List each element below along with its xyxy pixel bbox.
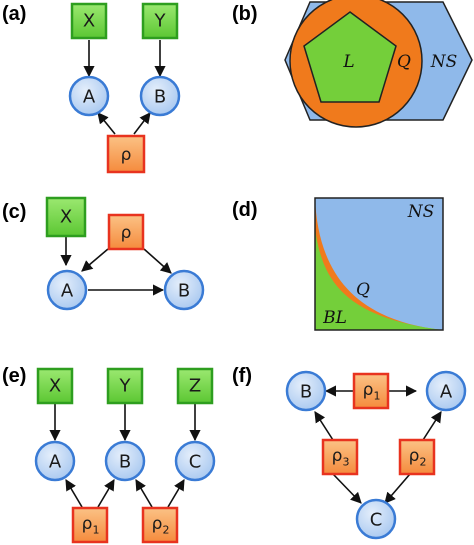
panel-e: (e) X Y Z A B C [2,365,216,544]
party-label-c: C [370,510,383,531]
party-node-a: A [68,75,110,117]
source-box-rho: ρ [107,213,145,251]
source-label-rho2-sub: 2 [163,524,170,537]
input-label-x: X [83,11,95,32]
panel-d: (d) NS Q BL [232,197,444,331]
region-label-q: Q [397,52,411,72]
edge-rho2-to-c [384,473,411,504]
source-label-rho1-sub: 1 [93,524,100,537]
input-box-x: X [45,196,87,238]
input-label-z: Z [189,376,201,397]
input-label-y: Y [119,376,132,397]
panel-e-label: (e) [2,365,26,387]
source-label-rho3-base: ρ [332,446,343,466]
party-node-c: C [355,498,397,540]
input-label-x: X [60,207,72,228]
edge-rho-to-b [133,112,151,135]
party-node-a: A [425,370,467,412]
input-label-y: Y [154,11,167,32]
edge-rho-to-b [143,248,172,274]
edge-rho2-to-a [422,411,442,441]
source-label-rho2-base: ρ [152,514,163,534]
input-box-y: Y [106,367,144,405]
panel-a: (a) X Y A B ρ [2,2,181,174]
source-box-rho3: ρ 3 [321,438,359,476]
source-box-rho1: ρ 1 [71,506,109,544]
source-label-rho: ρ [121,145,132,165]
source-label-rho3-sub: 3 [343,456,350,469]
source-box-rho2: ρ 2 [398,438,436,476]
edge-rho3-to-b [314,411,334,441]
region-label-q: Q [356,280,370,300]
panel-c: (c) X ρ A B [2,196,205,311]
source-label-rho1-sub: 1 [374,390,381,403]
edge-rho-to-a [81,248,109,272]
edge-rho3-to-c [332,473,362,504]
region-label-ns: NS [430,52,458,72]
party-label-b: B [300,382,312,403]
region-label-bl: BL [322,308,347,328]
region-l-pentagon [303,11,397,103]
source-box-rho2: ρ 2 [141,506,179,544]
party-node-a: A [46,269,88,311]
source-box-rho: ρ [106,134,146,174]
edge-rho2-to-b [135,479,153,508]
input-box-y: Y [141,2,179,40]
panel-d-frame [314,197,444,331]
region-bl [315,228,443,330]
input-label-x: X [49,376,61,397]
party-label-b: B [154,87,166,108]
panel-d-label: (d) [232,199,258,221]
edge-rho1-to-b [97,479,115,508]
input-box-x: X [70,2,108,40]
source-label-rho1-base: ρ [82,514,93,534]
region-label-ns: NS [407,202,435,222]
party-node-b: B [163,269,205,311]
party-label-a: A [61,281,74,302]
party-node-a: A [34,440,76,482]
panel-b-label: (b) [232,3,258,25]
party-label-b: B [119,452,131,473]
edge-rho2-to-c [167,479,185,508]
source-label-rho1-base: ρ [363,380,374,400]
source-label-rho2-base: ρ [409,446,420,466]
party-label-b: B [178,281,190,302]
panel-c-label: (c) [2,201,26,223]
input-box-x: X [36,367,74,405]
party-node-b: B [285,370,327,412]
party-label-a: A [440,382,453,403]
input-box-z: Z [176,367,214,405]
party-label-a: A [83,87,96,108]
edge-rho-to-a [97,112,116,135]
panel-b: (b) L Q NS [232,0,473,128]
panel-f: (f) B A C ρ 1 ρ 3 ρ [232,365,467,540]
source-label-rho2-sub: 2 [420,456,427,469]
panel-f-label: (f) [232,365,252,387]
party-node-b: B [104,440,146,482]
source-box-rho1: ρ 1 [352,372,390,410]
party-node-c: C [174,440,216,482]
region-label-l: L [342,52,354,72]
party-label-a: A [49,452,62,473]
source-label-rho: ρ [121,223,132,243]
party-label-c: C [189,452,202,473]
party-node-b: B [139,75,181,117]
edge-rho1-to-a [65,479,83,508]
panel-a-label: (a) [2,3,26,25]
